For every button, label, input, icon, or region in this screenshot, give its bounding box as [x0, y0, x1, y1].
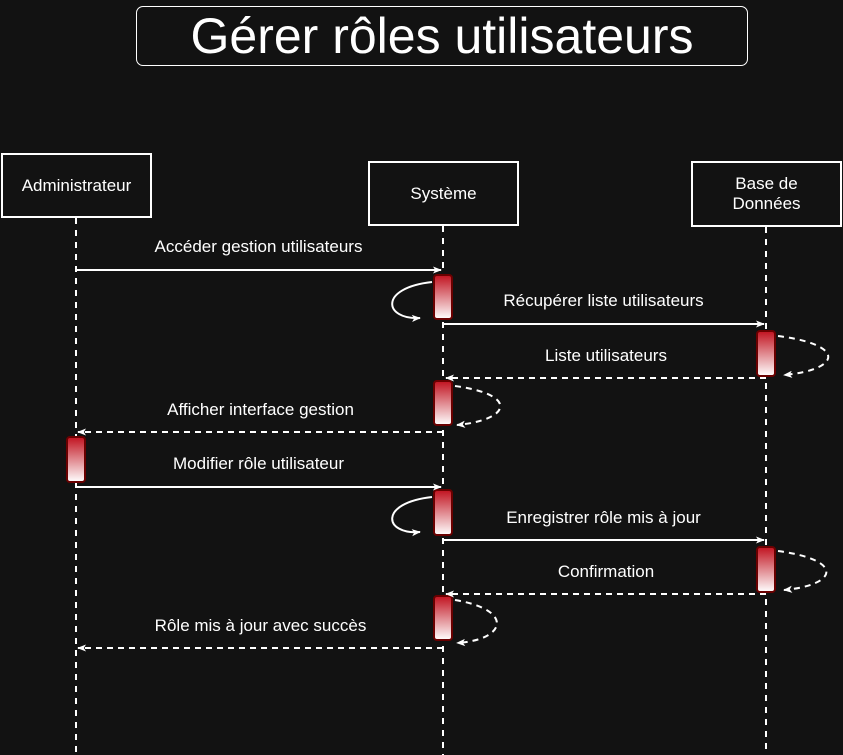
activation-bar: [756, 330, 776, 377]
message-label-m3: Liste utilisateurs: [545, 346, 667, 365]
participant-administrateur: Administrateur: [1, 153, 152, 218]
activation-bar: [433, 489, 453, 536]
participant-label: Administrateur: [21, 175, 132, 195]
message-label-m5: Modifier rôle utilisateur: [172, 454, 345, 473]
participant-label: Système: [410, 183, 477, 203]
message-label-m6: Enregistrer rôle mis à jour: [506, 508, 701, 527]
self-call-arrow: [454, 385, 502, 428]
activation-bar: [66, 436, 86, 483]
message-label-m8: Rôle mis à jour avec succès: [154, 616, 367, 635]
activation-bar: [433, 274, 453, 320]
participant-systeme: Système: [368, 161, 519, 226]
participant-base-de-donnees: Base de Données: [691, 161, 842, 227]
activation-bar: [433, 595, 453, 641]
self-call-arrow: [391, 496, 433, 537]
self-call-arrow: [454, 599, 498, 647]
message-label-m1: Accéder gestion utilisateurs: [154, 237, 363, 256]
self-call-arrow: [777, 550, 828, 593]
message-label-m7: Confirmation: [557, 562, 655, 581]
self-call-arrow: [777, 335, 830, 378]
participant-label: Base de Données: [732, 174, 801, 213]
message-label-m4: Afficher interface gestion: [167, 400, 354, 419]
diagram-title: Gérer rôles utilisateurs: [136, 6, 748, 66]
message-label-m2: Récupérer liste utilisateurs: [503, 291, 704, 310]
activation-bar: [756, 546, 776, 593]
activation-bar: [433, 380, 453, 426]
self-call-arrow: [391, 281, 433, 323]
